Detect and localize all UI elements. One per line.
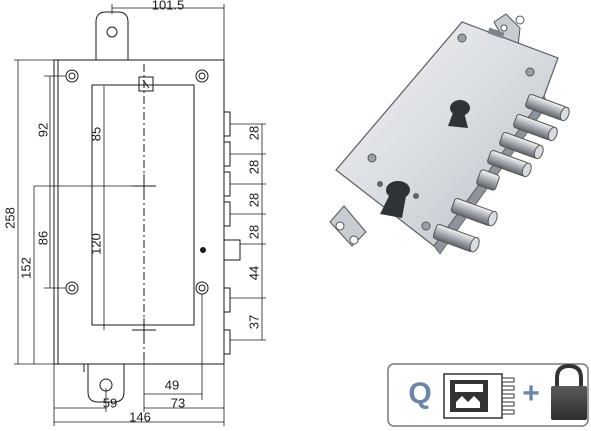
dim-lower-left-outer: 152 (18, 257, 33, 279)
dim-right-1: 28 (246, 126, 261, 140)
spindle-square (138, 76, 154, 92)
dim-lower-left-inner: 86 (35, 231, 50, 245)
inner-plate (91, 84, 195, 326)
dim-right-3: 28 (246, 193, 261, 207)
dim-plate-upper: 85 (88, 127, 103, 141)
dim-right-5: 44 (246, 266, 261, 280)
dim-bottom-73: 73 (171, 395, 185, 410)
lock-body-outline (53, 59, 225, 365)
top-dimension-line (111, 4, 225, 60)
bottom-dimension-lines (53, 294, 225, 426)
right-extension-lines (230, 123, 266, 341)
cross-marker-lower (132, 318, 156, 342)
badge-q-letter: Q (408, 377, 431, 410)
top-mounting-tab (95, 11, 129, 60)
dim-plate-lower: 120 (88, 233, 103, 255)
keyhole-upper (448, 100, 470, 128)
screw-holes (65, 69, 209, 295)
dim-bottom-59: 59 (103, 395, 117, 410)
badge-plus-sign: + (522, 377, 540, 410)
dim-right-4: 28 (246, 225, 261, 239)
padlock-icon (551, 363, 587, 420)
technical-drawing (14, 4, 266, 426)
dim-top-width: 101.5 (152, 0, 185, 12)
lock-bolts (432, 94, 570, 253)
lock-product-illustration (329, 13, 570, 255)
dim-right-2: 28 (246, 160, 261, 174)
keyhole-lower (377, 181, 419, 218)
dimension-labels: 101.5 258 92 152 86 85 120 28 28 28 28 4… (2, 0, 261, 424)
dim-bottom-inner: 49 (165, 377, 179, 392)
dim-right-6: 37 (246, 315, 261, 329)
cross-marker-upper (132, 174, 156, 198)
bolt-ends (223, 111, 241, 355)
left-dimension-lines (14, 59, 132, 365)
dim-upper-left: 92 (35, 123, 50, 137)
dim-total-height: 258 (2, 207, 17, 229)
mini-lock-body-icon (443, 373, 515, 419)
security-badge: Q + (387, 363, 589, 427)
dim-bottom-total: 146 (129, 409, 151, 424)
